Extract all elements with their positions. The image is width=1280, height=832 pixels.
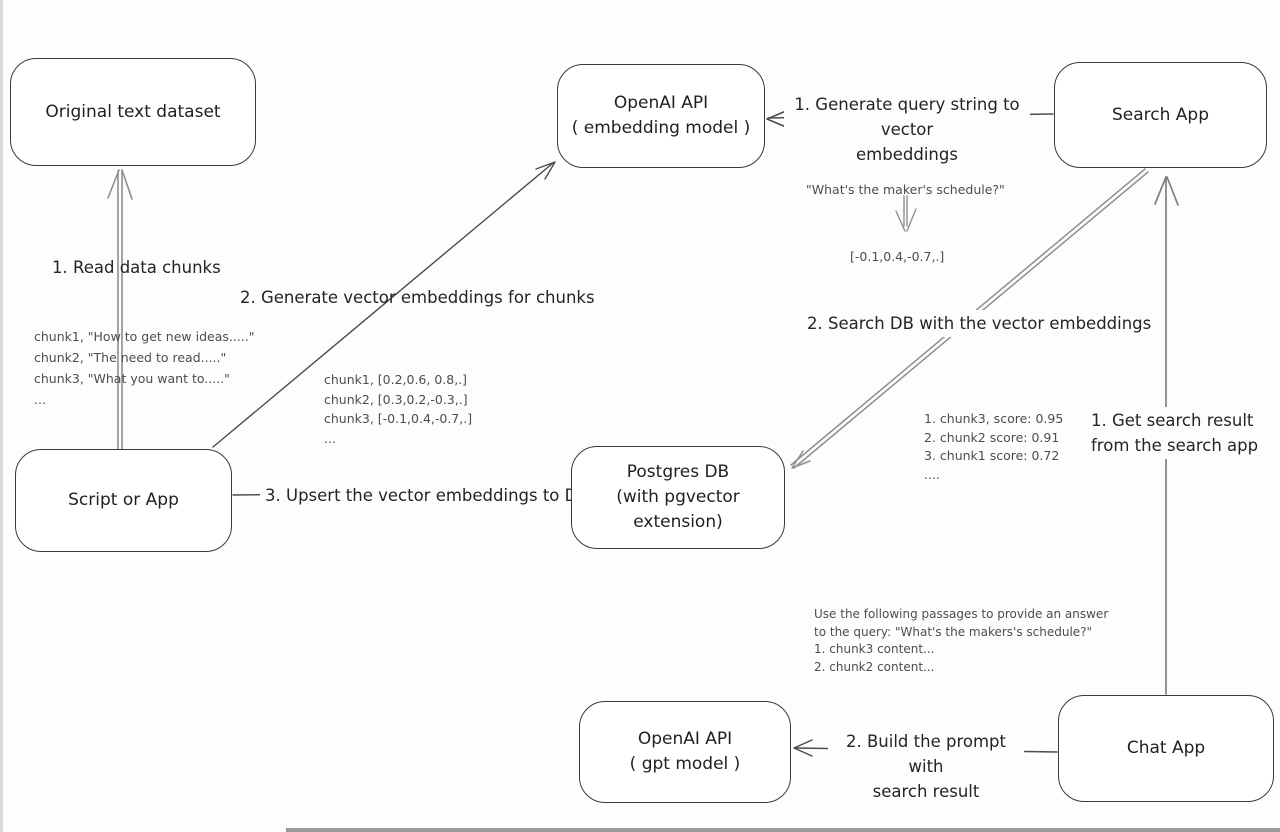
annotation-line: chunk2, [0.3,0.2,-0.3,.]: [324, 391, 468, 407]
node-label-line1: OpenAI API: [613, 93, 709, 113]
annotation-line: Use the following passages to provide an…: [814, 607, 1109, 621]
annotation-chunk-texts: chunk1, "How to get new ideas....." chun…: [34, 326, 255, 410]
node-script-or-app: Script or App: [15, 449, 232, 552]
annotation-line: chunk1, "How to get new ideas.....": [34, 329, 255, 344]
annotation-line: 1. chunk3 content...: [814, 642, 935, 656]
node-postgres-db: Postgres DB (with pgvector extension): [571, 446, 785, 549]
left-edge-strip: [0, 0, 3, 832]
label-get-search-result: 1. Get search result from the search app: [1086, 407, 1264, 459]
label-search-db: 2. Search DB with the vector embeddings: [802, 310, 1157, 337]
label-line1: 1. Get search result: [1091, 411, 1254, 430]
annotation-query-vector: [-0.1,0.4,-0.7,.]: [850, 249, 945, 264]
node-label: Chat App: [1126, 738, 1206, 758]
node-label-line1: Postgres DB: [626, 462, 730, 482]
node-label-line2: (with pgvector extension): [616, 487, 740, 532]
label-read-data-chunks: 1. Read data chunks: [52, 258, 221, 277]
node-label-line2: ( embedding model ): [571, 118, 751, 138]
annotation-line: to the query: "What's the makers's sched…: [814, 624, 1093, 639]
annotation-query-text: "What's the maker's schedule?": [806, 182, 1005, 197]
label-generate-embeddings: 2. Generate vector embeddings for chunks: [240, 288, 595, 307]
node-original-text-dataset: Original text dataset: [10, 58, 256, 166]
arrow-query-to-vector: [895, 195, 917, 232]
bottom-edge-strip: [286, 828, 1280, 832]
node-label-line1: OpenAI API: [637, 729, 733, 749]
annotation-line: chunk2, "The need to read.....": [34, 350, 227, 365]
node-chat-app: Chat App: [1058, 695, 1274, 802]
label-line1: 1. Generate query string to vector: [794, 95, 1020, 139]
node-label: Script or App: [68, 490, 179, 510]
annotation-line: 2. chunk2 content...: [814, 659, 935, 674]
arrow-generate-embeddings: [212, 161, 556, 448]
label-upsert-db: 3. Upsert the vector embeddings to DB: [260, 482, 594, 509]
node-label-line2: ( gpt model ): [629, 754, 741, 774]
node-openai-embedding: OpenAI API ( embedding model ): [557, 64, 765, 168]
label-line2: embeddings: [856, 145, 958, 164]
label-line2: search result: [872, 782, 980, 801]
node-label: Original text dataset: [45, 101, 221, 122]
label-line2: from the search app: [1091, 436, 1259, 455]
label-build-prompt: 2. Build the prompt with search result: [828, 729, 1024, 804]
annotation-line: 1. chunk3, score: 0.95: [924, 411, 1064, 426]
arrow-read-data-chunks: [107, 169, 133, 452]
annotation-prompt-text: Use the following passages to provide an…: [814, 606, 1108, 676]
label-query-string: 1. Generate query string to vector embed…: [784, 92, 1030, 167]
annotation-chunk-embeddings: chunk1, [0.2,0.6, 0.8,.] chunk2, [0.3,0.…: [324, 370, 472, 448]
annotation-line: 3. chunk1 score: 0.72: [924, 448, 1060, 463]
annotation-line: 2. chunk2 score: 0.91: [924, 429, 1060, 445]
annotation-line: chunk1, [0.2,0.6, 0.8,.]: [324, 372, 468, 387]
annotation-line: ....: [924, 466, 940, 482]
node-openai-gpt: OpenAI API ( gpt model ): [579, 701, 791, 803]
node-search-app: Search App: [1054, 62, 1267, 168]
annotation-line: ...: [324, 430, 336, 446]
node-label: Search App: [1111, 104, 1210, 125]
annotation-search-scores: 1. chunk3, score: 0.95 2. chunk2 score: …: [924, 410, 1063, 484]
label-line1: 2. Build the prompt with: [846, 732, 1006, 776]
annotation-line: chunk3, [-0.1,0.4,-0.7,.]: [324, 411, 473, 426]
annotation-line: ...: [34, 392, 46, 407]
annotation-line: chunk3, "What you want to.....": [34, 371, 230, 386]
